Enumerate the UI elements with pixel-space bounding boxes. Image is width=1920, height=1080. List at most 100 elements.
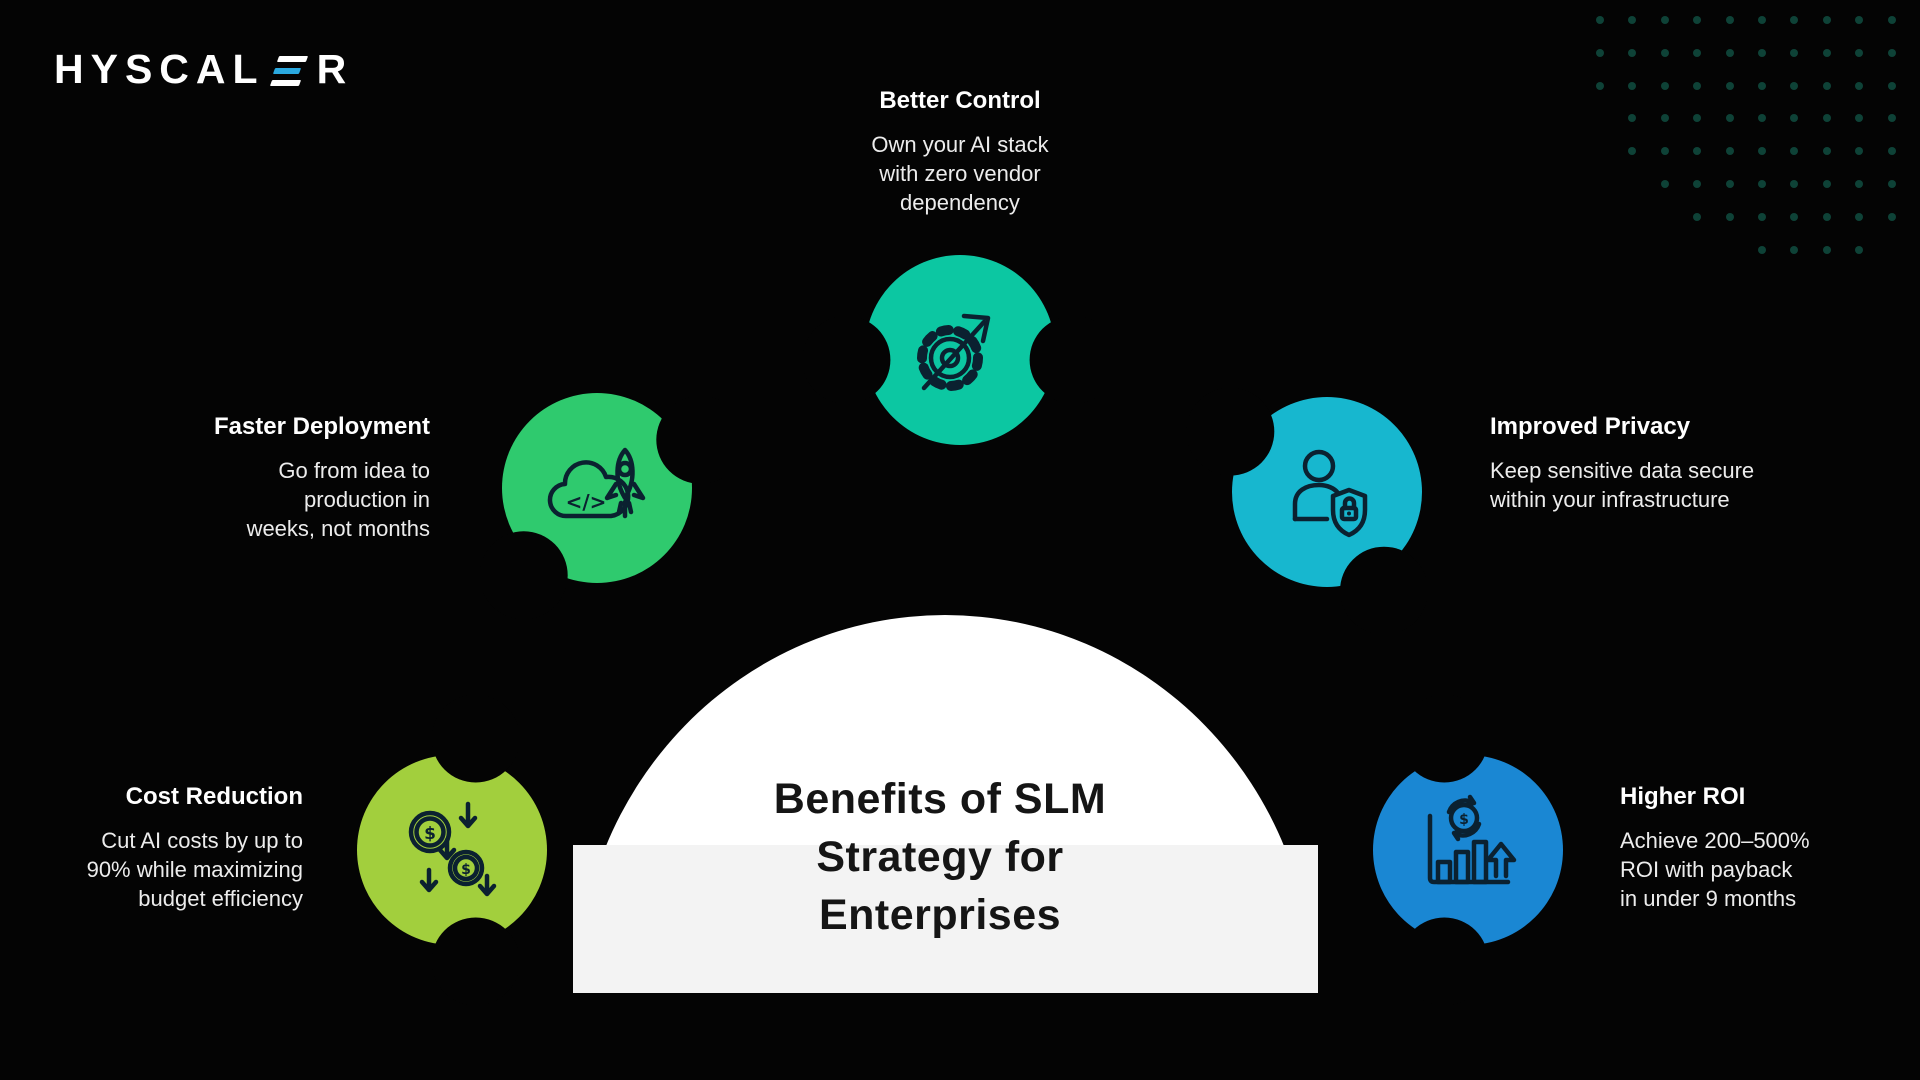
dot xyxy=(1822,147,1831,156)
code-glyph: </> xyxy=(566,490,607,514)
dot xyxy=(1855,16,1864,24)
blob-faster-deployment xyxy=(479,393,745,620)
dot xyxy=(1758,114,1766,123)
dot xyxy=(1790,245,1799,254)
dot xyxy=(1628,48,1637,57)
dot xyxy=(1725,147,1734,156)
logo-text-prefix: HYSCAL xyxy=(54,46,265,92)
logo-accent-bar xyxy=(272,67,301,74)
node-cost-reduction-text: Cost Reduction Cut AI costs by up to 90%… xyxy=(3,782,303,913)
dot xyxy=(1822,48,1831,57)
dot xyxy=(1790,212,1799,221)
dot xyxy=(1660,180,1669,188)
dot xyxy=(1822,114,1831,123)
dot xyxy=(1758,180,1766,188)
node-title: Better Control xyxy=(879,87,1041,114)
dot xyxy=(1855,48,1864,57)
hyscaler-logo: HYSCAL R xyxy=(54,46,353,93)
dot xyxy=(1822,212,1831,221)
node-description: Cut AI costs by up to 90% while maximizi… xyxy=(86,828,303,911)
node-title: Faster Deployment xyxy=(213,413,430,440)
main-title: Benefits of SLM Strategy for Enterprises xyxy=(640,770,1240,944)
cloud-code-rocket-icon: </> xyxy=(547,447,646,519)
dot xyxy=(1693,180,1702,188)
node-title: Improved Privacy xyxy=(1490,413,1691,440)
main-title-line: Benefits of SLM xyxy=(773,775,1107,823)
dot xyxy=(1725,114,1734,123)
main-title-line: Strategy for xyxy=(816,833,1064,881)
dot xyxy=(1758,81,1766,90)
dot xyxy=(1790,114,1799,123)
dot xyxy=(1660,81,1669,90)
main-title-line: Enterprises xyxy=(818,891,1062,939)
dot xyxy=(1693,147,1702,156)
roi-chart-icon: $ xyxy=(1427,794,1517,885)
dollar-glyph: $ xyxy=(1459,812,1469,828)
dot xyxy=(1758,245,1766,254)
dot xyxy=(1822,16,1831,24)
blob-improved-privacy xyxy=(1186,387,1428,635)
dot xyxy=(1855,81,1864,90)
logo-stylized-e-icon xyxy=(269,55,308,86)
logo-text-suffix: R xyxy=(316,46,354,92)
dot xyxy=(1693,212,1702,221)
dollar-glyph: $ xyxy=(424,824,436,844)
dot xyxy=(1693,114,1702,123)
node-title: Higher ROI xyxy=(1620,783,1746,810)
dot xyxy=(1660,114,1669,123)
gear-growth-arrow-icon xyxy=(917,313,991,391)
dot xyxy=(1887,147,1896,156)
dot xyxy=(1628,114,1637,123)
dot xyxy=(1758,48,1766,57)
dot xyxy=(1758,147,1766,156)
dot xyxy=(1790,180,1799,188)
node-improved-privacy-text: Improved Privacy Keep sensitive data sec… xyxy=(1490,412,1910,514)
node-title: Cost Reduction xyxy=(125,783,303,810)
node-description: Go from idea to production in weeks, not… xyxy=(246,458,430,541)
dot xyxy=(1790,48,1799,57)
dot xyxy=(1725,48,1734,57)
dot xyxy=(1628,147,1637,156)
dot xyxy=(1758,16,1766,24)
node-description: Achieve 200–500% ROI with payback in und… xyxy=(1620,828,1810,911)
dot xyxy=(1855,180,1864,188)
dot xyxy=(1596,48,1604,57)
node-higher-roi-text: Higher ROI Achieve 200–500% ROI with pay… xyxy=(1620,782,1920,913)
dot xyxy=(1887,48,1896,57)
dot xyxy=(1887,212,1896,221)
dot xyxy=(1596,16,1604,24)
dot xyxy=(1855,114,1864,123)
node-description: Own your AI stack with zero vendor depen… xyxy=(871,132,1049,215)
dot xyxy=(1725,81,1734,90)
dot xyxy=(1628,81,1637,90)
dot xyxy=(1725,16,1734,24)
dot xyxy=(1822,180,1831,188)
dot xyxy=(1887,16,1896,24)
dot xyxy=(1887,180,1896,188)
node-faster-deployment-text: Faster Deployment Go from idea to produc… xyxy=(110,412,430,543)
dot xyxy=(1790,16,1799,24)
dot xyxy=(1660,48,1669,57)
dot xyxy=(1822,81,1831,90)
dot xyxy=(1660,16,1669,24)
dot xyxy=(1693,81,1702,90)
dots-pattern-decoration xyxy=(1596,16,1920,268)
dot xyxy=(1725,212,1734,221)
dollar-glyph: $ xyxy=(461,862,471,878)
dot xyxy=(1693,16,1702,24)
center-dome-base xyxy=(573,845,1318,993)
user-shield-lock-icon xyxy=(1292,449,1368,538)
dot xyxy=(1822,245,1831,254)
dollar-down-arrows-icon: $ $ xyxy=(408,801,497,897)
dot xyxy=(1596,81,1604,90)
dot xyxy=(1887,114,1896,123)
dot xyxy=(1660,147,1669,156)
dot xyxy=(1628,16,1637,24)
node-description: Keep sensitive data secure within your i… xyxy=(1490,458,1755,512)
dot xyxy=(1693,48,1702,57)
dot xyxy=(1790,147,1799,156)
dot xyxy=(1855,245,1864,254)
dot xyxy=(1855,147,1864,156)
dot xyxy=(1855,212,1864,221)
node-better-control-text: Better Control Own your AI stack with ze… xyxy=(735,86,1185,217)
